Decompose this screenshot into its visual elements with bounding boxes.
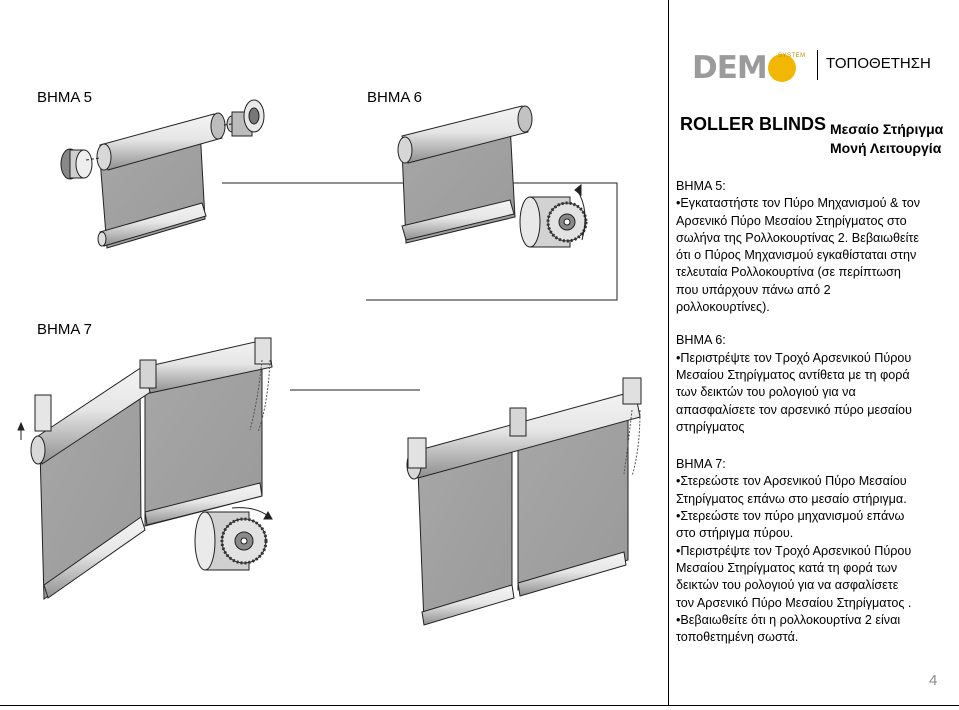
step7-line: Μεσαίου Στηρίγματος κατά τη φορά των	[676, 560, 898, 575]
step6-label: ΒΗΜΑ 6	[367, 89, 423, 106]
step7-figure-left	[17, 337, 420, 600]
step6-line: απασφαλίσετε τον αρσενικό πύρο μεσαίου	[676, 402, 912, 417]
step5-figure	[60, 99, 265, 249]
subtitle-line2: Μονή Λειτουργία	[830, 140, 942, 156]
step7-line: στο στήριγμα πύρου.	[676, 526, 794, 541]
step5-line: ότι ο Πύρος Μηχανισμού εγκαθίσταται στην	[676, 248, 917, 263]
bottom-border	[0, 705, 959, 706]
step6-line: στηρίγματος	[676, 419, 745, 434]
page-number: 4	[929, 672, 938, 689]
step5-title: ΒΗΜΑ 5:	[676, 179, 726, 193]
step6-line: των δεικτών του ρολογιού για να	[676, 385, 856, 400]
header-separator	[817, 50, 818, 80]
step5-line: Αρσενικό Πύρο Μεσαίου Στηρίγματος στο	[676, 213, 907, 228]
step6-title: ΒΗΜΑ 6:	[676, 333, 726, 348]
instructions-panel: ΒΗΜΑ 5: •Εγκαταστήστε τον Πύρο Μηχανισμο…	[676, 178, 938, 646]
demo-logo: DEM SYSTEM	[692, 48, 810, 88]
step7-line: •Στερεώστε τον πύρο μηχανισμού επάνω	[676, 509, 905, 524]
step7-line: Στηρίγματος επάνω στο μεσαίο στήριγμα.	[676, 491, 907, 506]
step5-line: τελευταία Ρολλοκουρτίνα (σε περίπτωση	[676, 265, 901, 280]
column-divider	[668, 0, 669, 705]
step7-title: ΒΗΜΑ 7:	[676, 457, 726, 472]
step7-line: •Βεβαιωθείτε ότι η ρολλοκουρτίνα 2 είναι	[676, 612, 901, 627]
step7-label: ΒΗΜΑ 7	[37, 321, 93, 338]
logo-brand: DEM	[692, 50, 796, 86]
step5-line: που υπάρχουν πάνω από 2	[676, 282, 831, 297]
logo-system: SYSTEM	[778, 53, 806, 59]
step7-line: •Περιστρέψτε τον Τροχό Αρσενικού Πύρου	[676, 543, 912, 558]
step6-line: •Περιστρέψτε τον Τροχό Αρσενικού Πύρου	[676, 350, 912, 365]
step7-line: τον Αρσενικό Πύρο Μεσαίου Στηρίγματος .	[676, 595, 912, 610]
step7-figure-right	[406, 377, 642, 626]
logo-disc-icon	[767, 53, 796, 82]
step7-line: τοποθετημένη σωστά.	[676, 630, 799, 645]
step5-line: •Εγκαταστήστε τον Πύρο Μηχανισμού & τον	[676, 196, 921, 211]
step6-line: Μεσαίου Στηρίγματος αντίθετα με τη φορά	[676, 367, 910, 382]
page-title: ROLLER BLINDS	[680, 114, 826, 134]
step7-line: δεικτών του ρολογιού για να ασφαλίσετε	[676, 578, 899, 593]
step5-line: σωλήνα της Ρολλοκουρτίνας 2. Βεβαιωθείτε	[676, 230, 919, 245]
step7-line: •Στερεώστε τον Αρσενικού Πύρο Μεσαίου	[676, 474, 907, 489]
step6-figure	[397, 105, 588, 248]
subtitle-line1: Μεσαίο Στήριγμα	[830, 121, 944, 137]
step5-line: ρολλοκουρτίνες).	[676, 300, 770, 315]
placement-heading: ΤΟΠΟΘΕΤΗΣΗ	[826, 55, 931, 72]
step5-label: ΒΗΜΑ 5	[37, 89, 93, 106]
